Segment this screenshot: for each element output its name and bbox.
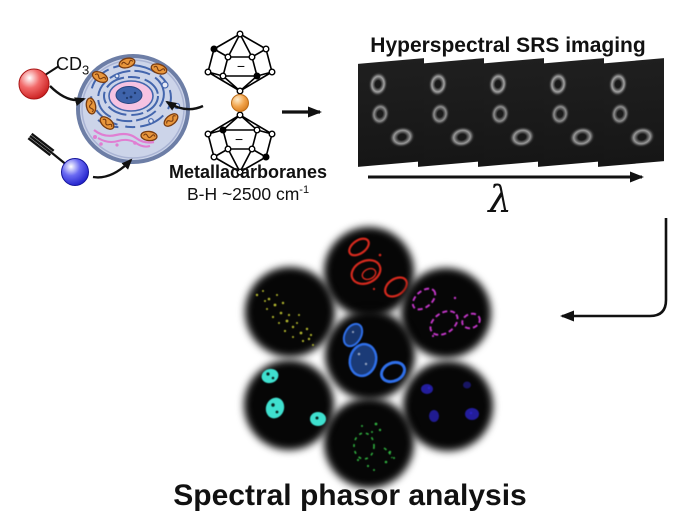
- phasor-circle-yellow: [243, 265, 337, 359]
- srs-frame-2: [418, 58, 484, 167]
- nucleus: [108, 80, 154, 112]
- srs-frame-1: [358, 58, 424, 167]
- alkyne-triple-bond: [27, 132, 69, 167]
- phasor-disc: [403, 361, 493, 451]
- phasor-circle-magenta: [399, 266, 493, 360]
- srs-panel-title: Hyperspectral SRS imaging: [370, 34, 646, 57]
- phasor-circle-cyan: [242, 358, 336, 452]
- metallacarboranes-label: Metallacarboranes: [168, 162, 328, 182]
- lambda-label: λ: [488, 178, 512, 221]
- phasor-disc: [324, 398, 414, 488]
- metallacarborane-structure: [204, 30, 276, 176]
- srs-frame-5: [598, 58, 664, 167]
- golgi-apparatus: [93, 129, 155, 148]
- cobalt-atom: [231, 94, 249, 112]
- bh-label-sup: -1: [299, 184, 310, 197]
- phasor-circle-green: [322, 396, 416, 490]
- phasor-circle-indigo: [401, 359, 495, 453]
- phasor-circle-red: [322, 225, 416, 319]
- cd3-label: CD3: [56, 54, 89, 78]
- uptake-arrows: [49, 85, 204, 179]
- alkyne-probe-sphere: [27, 132, 89, 186]
- cd3-probe-sphere: [18, 65, 60, 100]
- phasor-disc: [401, 268, 491, 358]
- phasor-circle-blue: [323, 308, 417, 402]
- phasor-panel-title: Spectral phasor analysis: [173, 479, 527, 512]
- phasor-disc: [245, 267, 335, 357]
- srs-frame-4: [538, 58, 604, 167]
- srs-frame-3: [478, 58, 544, 167]
- cd3-label-main: CD: [56, 54, 82, 74]
- phasor-disc: [244, 360, 334, 450]
- cell-illustration: −: [18, 30, 276, 186]
- bh-label-main: B-H ~2500 cm: [186, 184, 300, 204]
- bh-wavenumber-label: B-H ~2500 cm-1: [148, 184, 348, 205]
- cd3-label-sub: 3: [82, 62, 90, 78]
- srs-to-phasor-arrow: [560, 218, 668, 322]
